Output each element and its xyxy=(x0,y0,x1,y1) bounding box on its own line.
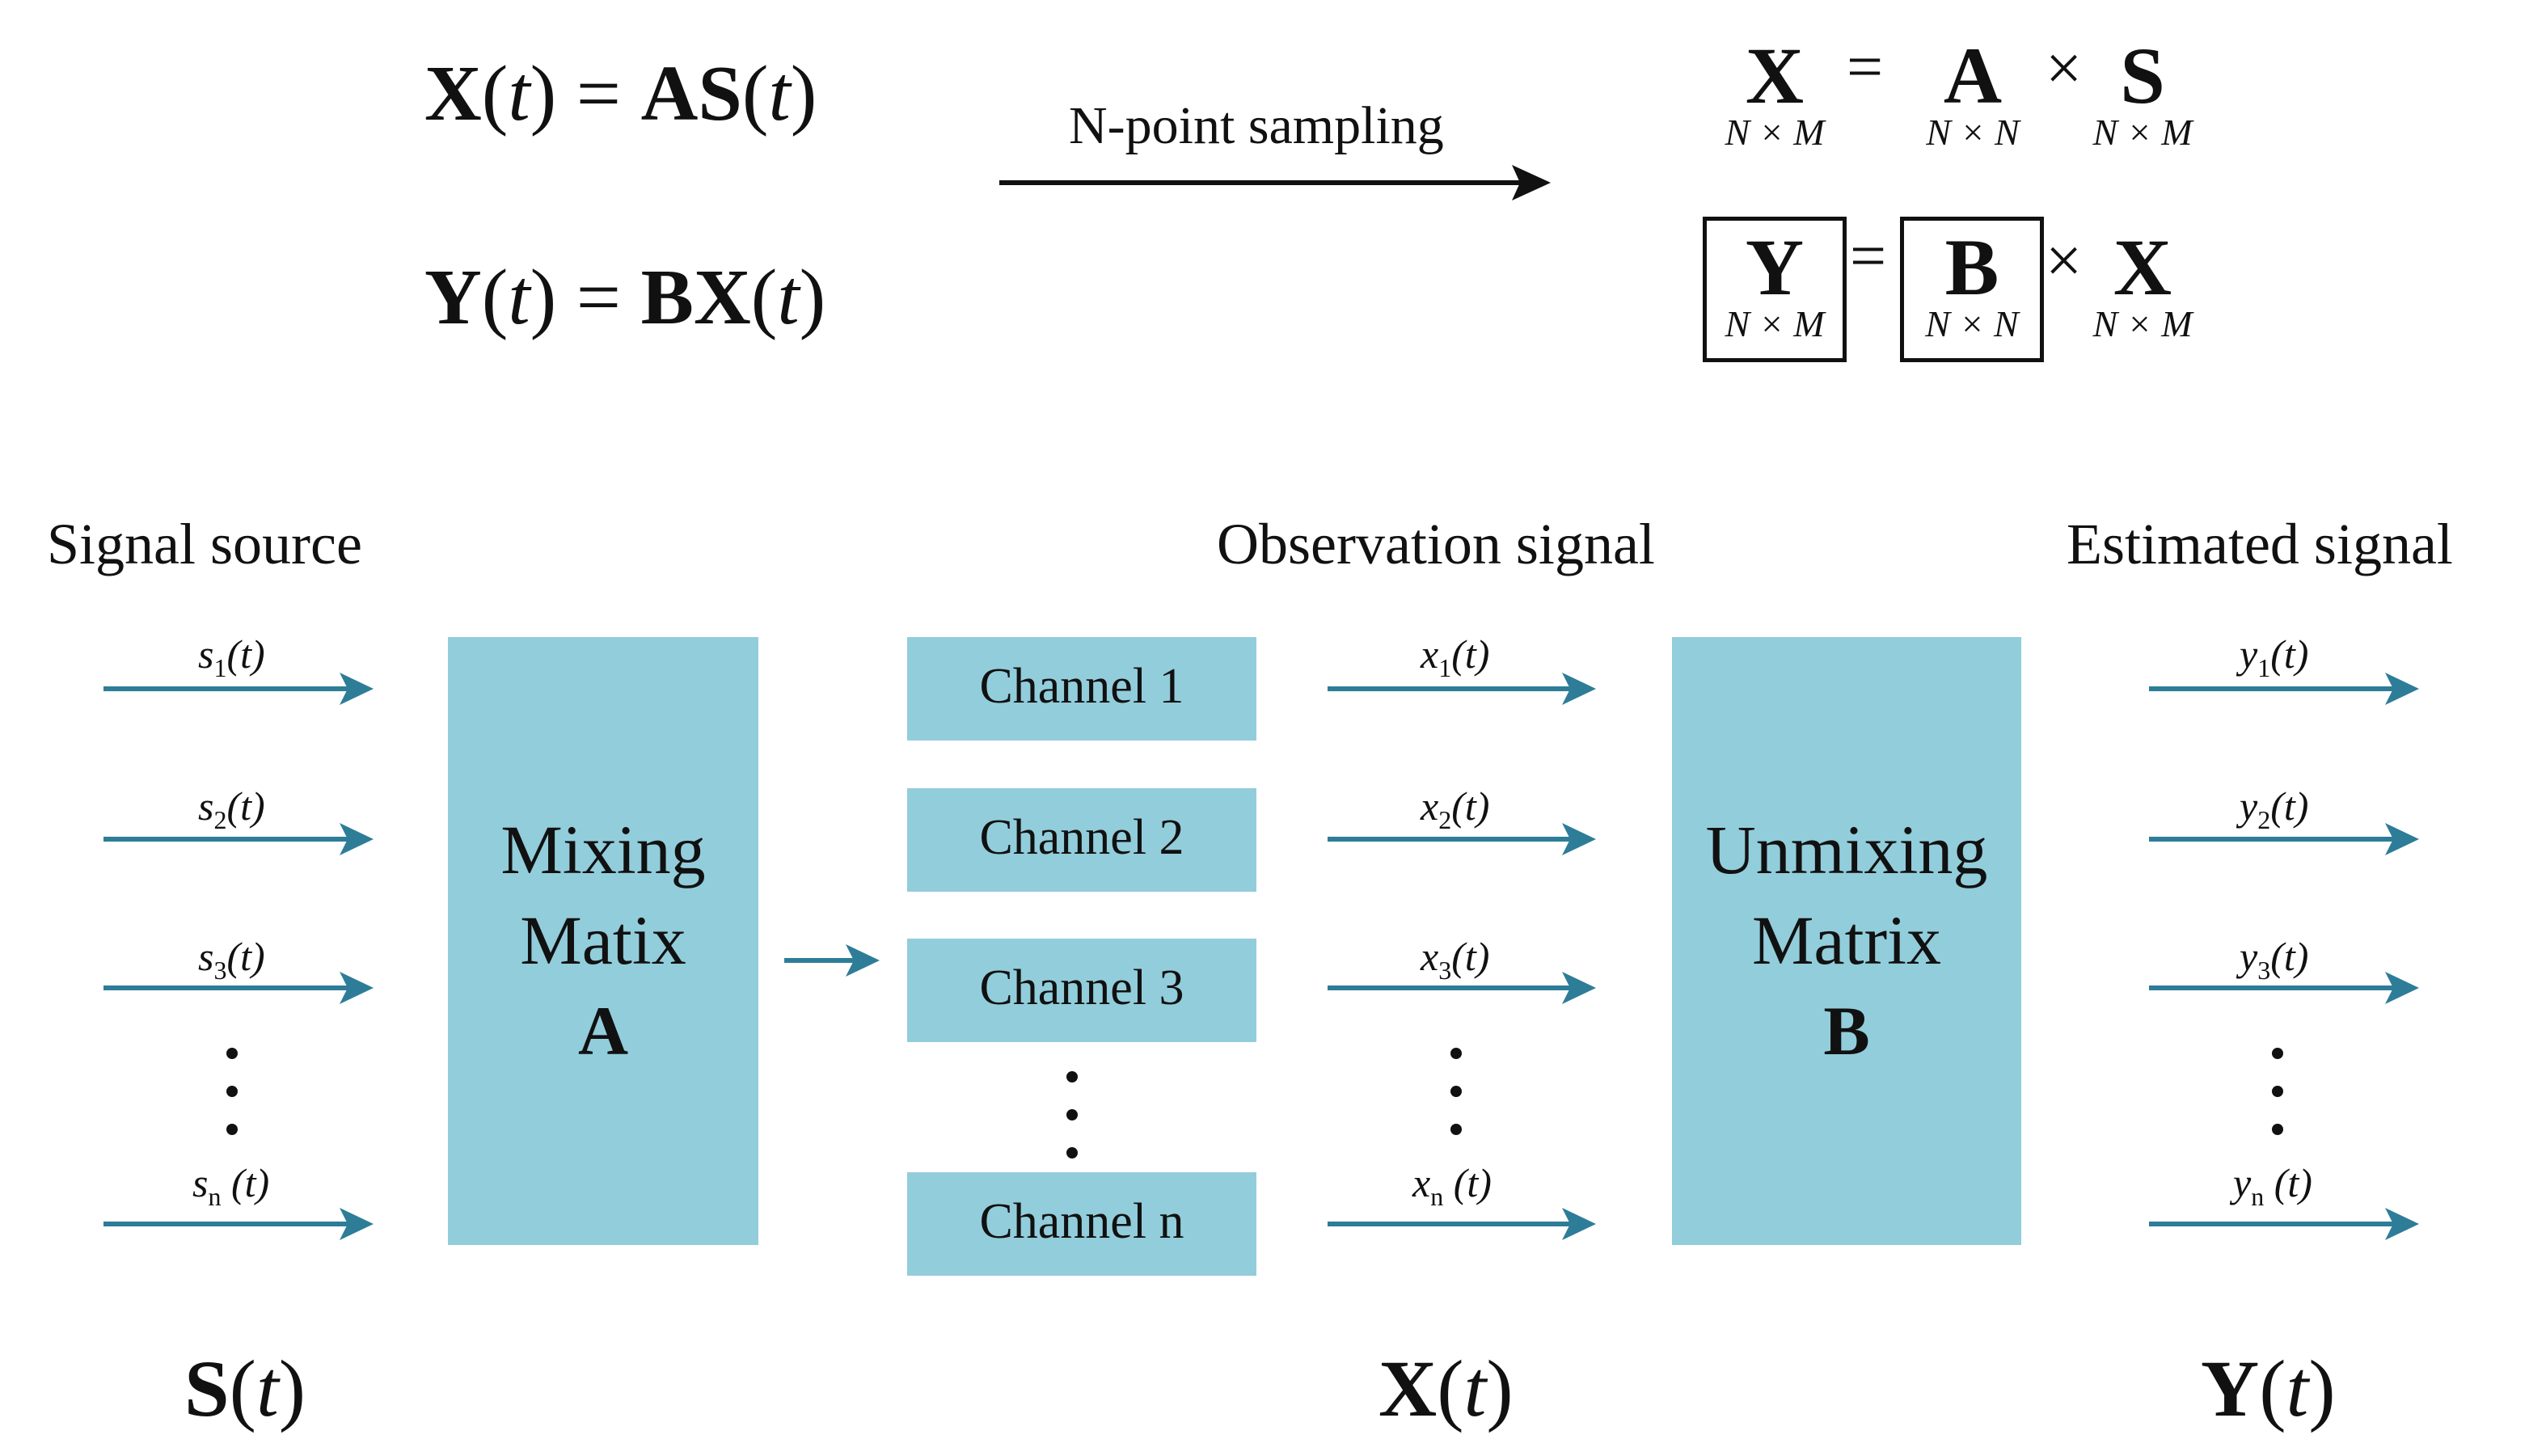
source-signal-label-1: s1(t) xyxy=(198,631,265,682)
observed-signal-label-n: xn (t) xyxy=(1412,1160,1492,1211)
matrix-Y-frame xyxy=(1703,217,1847,362)
source-signal-label-2: s2(t) xyxy=(198,783,265,834)
unmixing-matrix-block xyxy=(1672,637,2021,1245)
observed-signal-label-1: x1(t) xyxy=(1421,631,1490,682)
observed-ellipsis-dot xyxy=(1450,1048,1462,1059)
channel-label-n: Channel n xyxy=(979,1194,1184,1249)
channel-box-1 xyxy=(907,637,1256,741)
estimated-ellipsis-dot xyxy=(2272,1124,2283,1135)
channel-ellipsis-dot xyxy=(1066,1071,1078,1083)
estimated-signal-label-2: y2(t) xyxy=(2240,783,2309,834)
source-signal-label-3: s3(t) xyxy=(198,934,265,985)
source-signal-arrow xyxy=(103,972,374,1004)
channel-box-2 xyxy=(907,788,1256,892)
channel-label-1: Channel 1 xyxy=(979,659,1184,714)
matrix-eq-sign-1: = xyxy=(1847,32,1884,103)
estimated-signal-arrow xyxy=(2149,1208,2419,1240)
sampling-arrowhead xyxy=(1512,165,1551,200)
observed-signal-label-3: x3(t) xyxy=(1421,934,1490,985)
estimated-ellipsis-dot xyxy=(2272,1086,2283,1097)
matrix-B-frame xyxy=(1900,217,2044,362)
vector-X-label: X(t) xyxy=(1378,1344,1514,1433)
unmixing-matrix-label: Unmixing Matrix B xyxy=(1705,811,1988,1070)
observed-ellipsis-dot xyxy=(1450,1086,1462,1097)
estimated-signal-label-n: yn (t) xyxy=(2233,1160,2312,1211)
observed-signal-arrow xyxy=(1328,673,1596,705)
mixing-to-channels-arrow xyxy=(784,944,880,977)
estimated-ellipsis-dot xyxy=(2272,1048,2283,1059)
estimated-signal-arrow xyxy=(2149,972,2419,1004)
header-observation-signal: Observation signal xyxy=(1217,512,1655,576)
channel-box-n xyxy=(907,1172,1256,1276)
channel-ellipsis-dot xyxy=(1066,1147,1078,1158)
estimated-signal-label-3: y3(t) xyxy=(2240,934,2309,985)
observed-signal-label-2: x2(t) xyxy=(1421,783,1490,834)
source-ellipsis-dot xyxy=(226,1048,238,1059)
matrix-times-2: × xyxy=(2046,226,2083,297)
matrix-eq-sign-2: = xyxy=(1850,221,1887,292)
channel-label-3: Channel 3 xyxy=(979,960,1184,1015)
source-ellipsis-dot xyxy=(226,1124,238,1135)
channel-box-3 xyxy=(907,939,1256,1042)
source-signal-arrow xyxy=(103,673,374,705)
mixing-matrix-label: Mixing Matix A xyxy=(500,811,706,1070)
source-signal-label-n: sn (t) xyxy=(192,1160,270,1211)
unmixing-equation: Y(t) = BX(t) xyxy=(424,254,826,341)
observed-signal-arrow xyxy=(1328,972,1596,1004)
sampling-label: N-point sampling xyxy=(1069,96,1444,155)
channel-ellipsis-dot xyxy=(1066,1109,1078,1120)
estimated-signal-label-1: y1(t) xyxy=(2240,631,2309,682)
mixing-matrix-block xyxy=(448,637,758,1245)
vector-Y-label: Y(t) xyxy=(2201,1344,2336,1433)
source-signal-arrow xyxy=(103,823,374,855)
header-estimated-signal: Estimated signal xyxy=(2067,512,2453,576)
matrix-times-1: × xyxy=(2046,33,2083,104)
observed-ellipsis-dot xyxy=(1450,1124,1462,1135)
observed-signal-arrow xyxy=(1328,1208,1596,1240)
estimated-signal-arrow xyxy=(2149,673,2419,705)
header-signal-source: Signal source xyxy=(47,512,362,576)
mixing-equation: X(t) = AS(t) xyxy=(424,50,817,137)
source-ellipsis-dot xyxy=(226,1086,238,1097)
observed-signal-arrow xyxy=(1328,823,1596,855)
channel-label-2: Channel 2 xyxy=(979,810,1184,865)
source-signal-arrow xyxy=(103,1208,374,1240)
estimated-signal-arrow xyxy=(2149,823,2419,855)
vector-S-label: S(t) xyxy=(184,1344,306,1433)
